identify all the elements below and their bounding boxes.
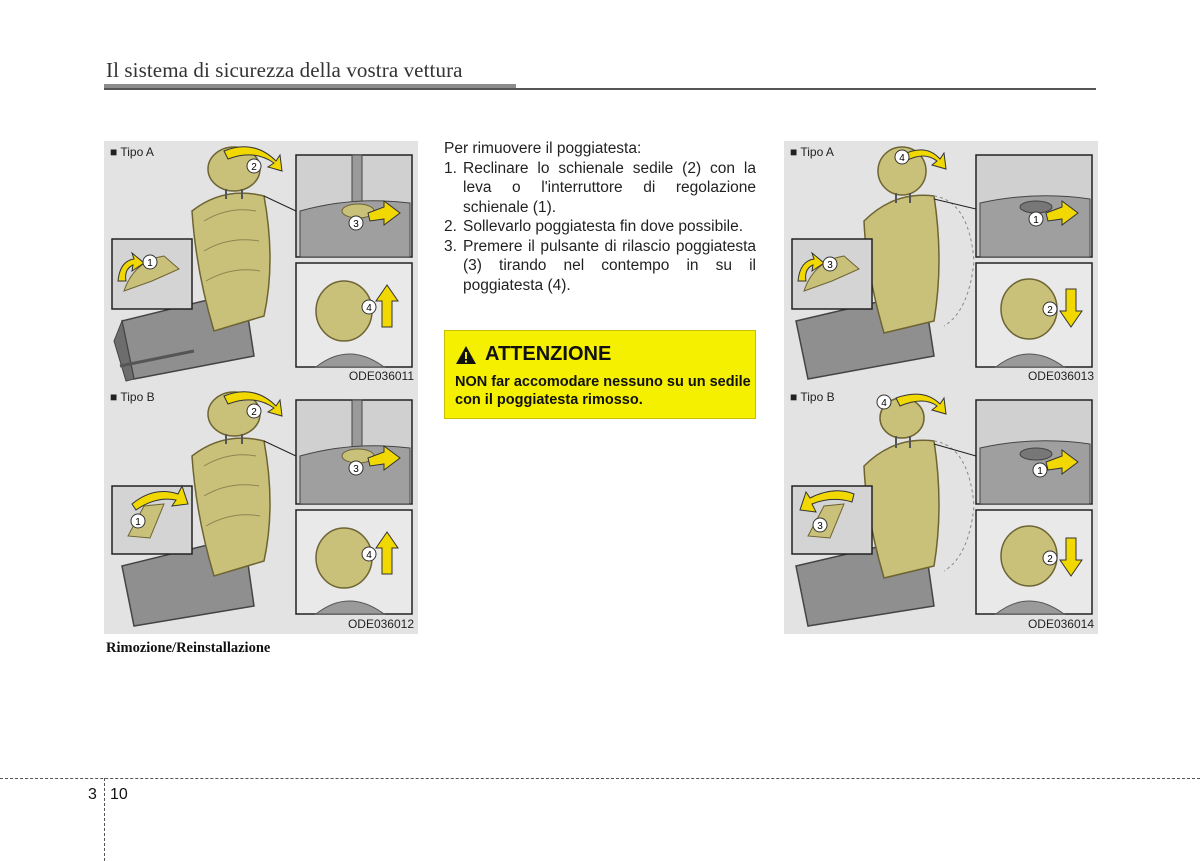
warning-title: ATTENZIONE <box>485 343 612 365</box>
svg-text:4: 4 <box>899 153 905 164</box>
figure-code: ODE036012 <box>347 617 414 631</box>
seat-illustration: 2 1 3 4 <box>111 391 413 627</box>
figure-type-label: ■ Tipo A <box>110 145 154 159</box>
svg-text:1: 1 <box>135 517 141 528</box>
svg-text:4: 4 <box>366 550 372 561</box>
svg-text:3: 3 <box>353 219 359 230</box>
svg-text:2: 2 <box>251 407 257 418</box>
figure-code: ODE036013 <box>1027 369 1094 383</box>
figure-code: ODE036014 <box>1027 617 1094 631</box>
svg-text:4: 4 <box>881 398 887 409</box>
step-text: Premere il pulsante di rilascio poggiate… <box>463 237 756 294</box>
step-text: Sollevarlo poggiatesta fin dove possibil… <box>463 218 744 235</box>
figure-tipo-a-left: 2 1 3 4 ■ Tipo A ODE036011 <box>104 141 418 386</box>
svg-text:2: 2 <box>251 162 257 173</box>
footer-divider <box>0 778 1200 779</box>
svg-text:4: 4 <box>366 303 372 314</box>
step-number: 3. <box>444 237 457 255</box>
seat-illustration: 4 3 1 2 <box>791 393 1093 627</box>
figure-type-label: ■ Tipo B <box>790 390 835 404</box>
warning-heading: ATTENZIONE <box>455 343 611 366</box>
svg-text:3: 3 <box>353 464 359 475</box>
figure-tipo-a-right: 4 3 1 2 ■ Tipo A ODE036013 <box>784 141 1098 386</box>
svg-text:2: 2 <box>1047 305 1053 316</box>
warning-box: ATTENZIONE NON far accomodare nessuno su… <box>444 330 756 419</box>
instructions: Per rimuovere il poggiatesta: 1. Reclina… <box>444 139 756 295</box>
step-number: 2. <box>444 218 457 235</box>
svg-text:1: 1 <box>1033 215 1039 226</box>
seat-illustration: 2 1 3 4 <box>111 146 413 382</box>
figure-tipo-b-right: 4 3 1 2 ■ Tipo B ODE036014 <box>784 386 1098 634</box>
instruction-step: 2. Sollevarlo poggiatesta fin dove possi… <box>444 217 756 237</box>
header-title: Il sistema di sicurezza della vostra vet… <box>106 58 463 82</box>
svg-text:1: 1 <box>1037 466 1043 477</box>
header-rule-accent <box>104 84 516 90</box>
svg-text:2: 2 <box>1047 554 1053 565</box>
header-rule <box>104 88 1096 90</box>
figure-type-label: ■ Tipo B <box>110 390 155 404</box>
instruction-step: 1. Reclinare lo schienale sedile (2) con… <box>444 159 756 218</box>
footer-vertical-divider <box>104 778 105 861</box>
svg-text:1: 1 <box>147 258 153 269</box>
figure-caption: Rimozione/Reinstallazione <box>106 640 271 656</box>
figure-tipo-b-left: 2 1 3 4 ■ Tipo B ODE036012 <box>104 386 418 634</box>
instruction-step: 3. Premere il pulsante di rilascio poggi… <box>444 237 756 296</box>
step-text: Reclinare lo schienale sedile (2) con la… <box>463 159 756 216</box>
warning-triangle-icon <box>456 345 476 364</box>
svg-text:3: 3 <box>817 521 823 532</box>
page-number: 10 <box>110 786 128 803</box>
figure-type-label: ■ Tipo A <box>790 145 834 159</box>
warning-body: NON far accomodare nessuno su un sedile … <box>455 374 751 408</box>
instructions-intro: Per rimuovere il poggiatesta: <box>444 140 642 157</box>
svg-text:3: 3 <box>827 260 833 271</box>
figure-code: ODE036011 <box>348 369 414 383</box>
step-number: 1. <box>444 159 457 177</box>
chapter-number: 3 <box>88 786 97 803</box>
seat-illustration: 4 3 1 2 <box>791 146 1093 380</box>
